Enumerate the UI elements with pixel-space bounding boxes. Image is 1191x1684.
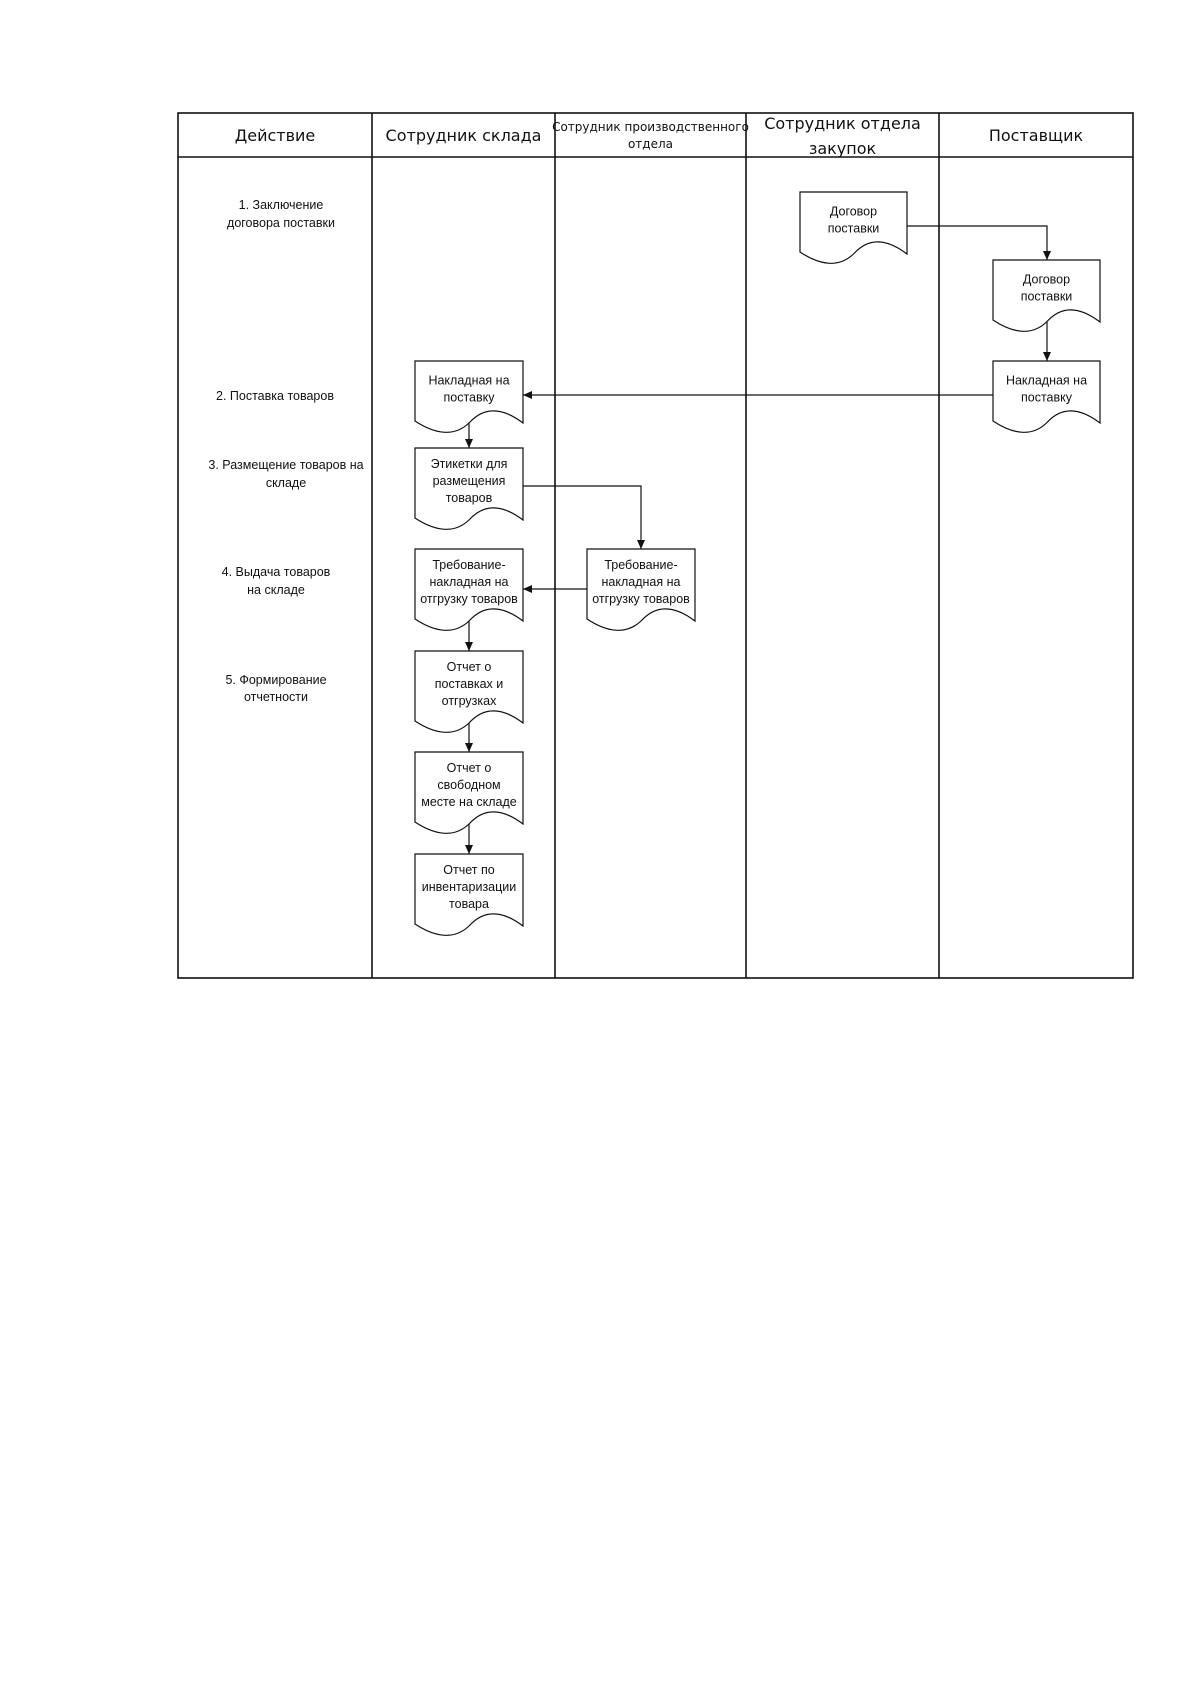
document-shape bbox=[414, 447, 524, 530]
connector-arrow-5 bbox=[523, 485, 645, 549]
document-shape bbox=[414, 650, 524, 733]
lane-header-action: Действие bbox=[235, 126, 316, 145]
document-shape bbox=[992, 360, 1101, 433]
action-step-2: 2. Поставка товаров bbox=[216, 389, 334, 403]
document-shape bbox=[414, 853, 524, 936]
lane-grid bbox=[177, 112, 1134, 979]
diagram-border bbox=[177, 112, 1134, 979]
document-shape bbox=[414, 751, 524, 834]
document-shape bbox=[992, 259, 1101, 332]
connector-arrow-1 bbox=[907, 225, 1051, 260]
document-shape bbox=[414, 548, 524, 631]
document-shape bbox=[414, 360, 524, 433]
document-shape bbox=[799, 191, 908, 264]
lane-header-supplier: Поставщик bbox=[989, 126, 1084, 145]
lane-header-warehouse: Сотрудник склада bbox=[386, 126, 542, 145]
lane-headers: Действие Сотрудник склада Сотрудник произв… bbox=[235, 114, 1084, 158]
connectors bbox=[465, 225, 1051, 854]
document-shape bbox=[586, 548, 696, 631]
